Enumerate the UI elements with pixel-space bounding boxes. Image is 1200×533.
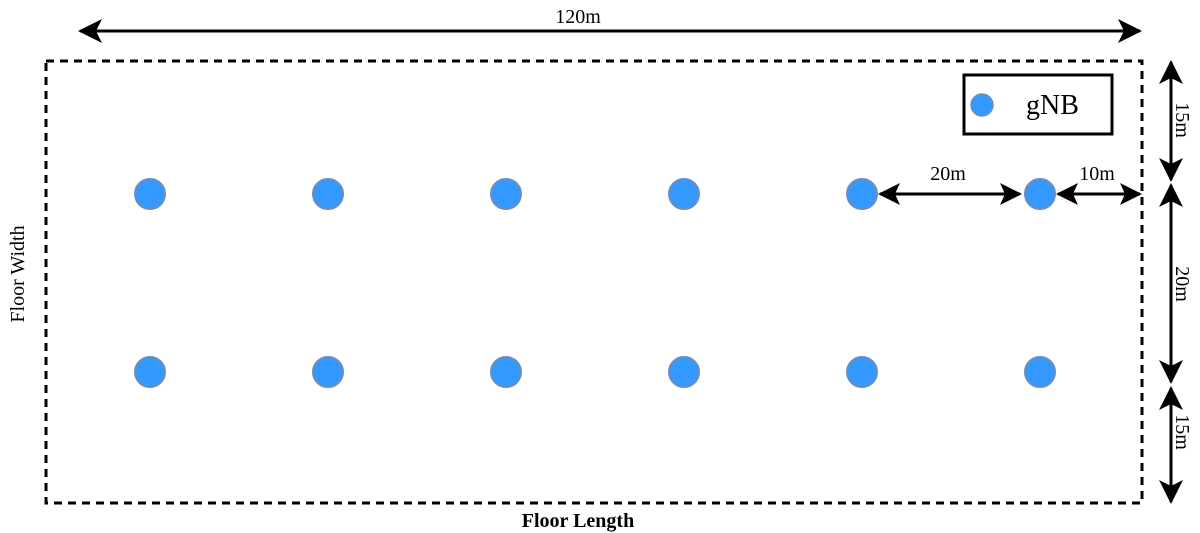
right-middle-dimension-label: 20m: [1171, 266, 1193, 302]
gnb-node-r1-c6: [1024, 178, 1056, 210]
gnb-node-r1-c2: [312, 178, 344, 210]
legend: gNB: [962, 73, 1114, 136]
gnb-layer: [134, 178, 1056, 388]
top-dimension-arrow: [78, 19, 1142, 43]
spacing-between-arrow: [878, 183, 1022, 205]
gnb-node-r1-c1: [134, 178, 166, 210]
gnb-node-r2-c1: [134, 356, 166, 388]
spacing-edge-arrow: [1056, 183, 1142, 205]
top-dimension-label: 120m: [555, 6, 601, 28]
right-middle-dimension-arrow: [1159, 183, 1183, 384]
gnb-node-r2-c6: [1024, 356, 1056, 388]
gnb-node-r1-c5: [846, 178, 878, 210]
right-top-dimension-label: 15m: [1171, 102, 1193, 138]
right-bottom-dimension-arrow: [1159, 386, 1183, 504]
legend-gnb-label: gNB: [1026, 90, 1079, 121]
gnb-node-r2-c5: [846, 356, 878, 388]
gnb-node-r2-c2: [312, 356, 344, 388]
gnb-node-r2-c4: [668, 356, 700, 388]
right-top-dimension-arrow: [1159, 60, 1183, 182]
legend-gnb-marker: [970, 93, 994, 117]
spacing-edge-label: 10m: [1079, 163, 1115, 185]
floor-width-label: Floor Width: [7, 225, 29, 322]
floor-boundary: [44, 59, 1144, 505]
floor-length-label: Floor Length: [522, 510, 634, 532]
spacing-between-label: 20m: [930, 163, 966, 185]
gnb-node-r1-c4: [668, 178, 700, 210]
gnb-node-r2-c3: [490, 356, 522, 388]
right-bottom-dimension-label: 15m: [1171, 414, 1193, 450]
gnb-node-r1-c3: [490, 178, 522, 210]
